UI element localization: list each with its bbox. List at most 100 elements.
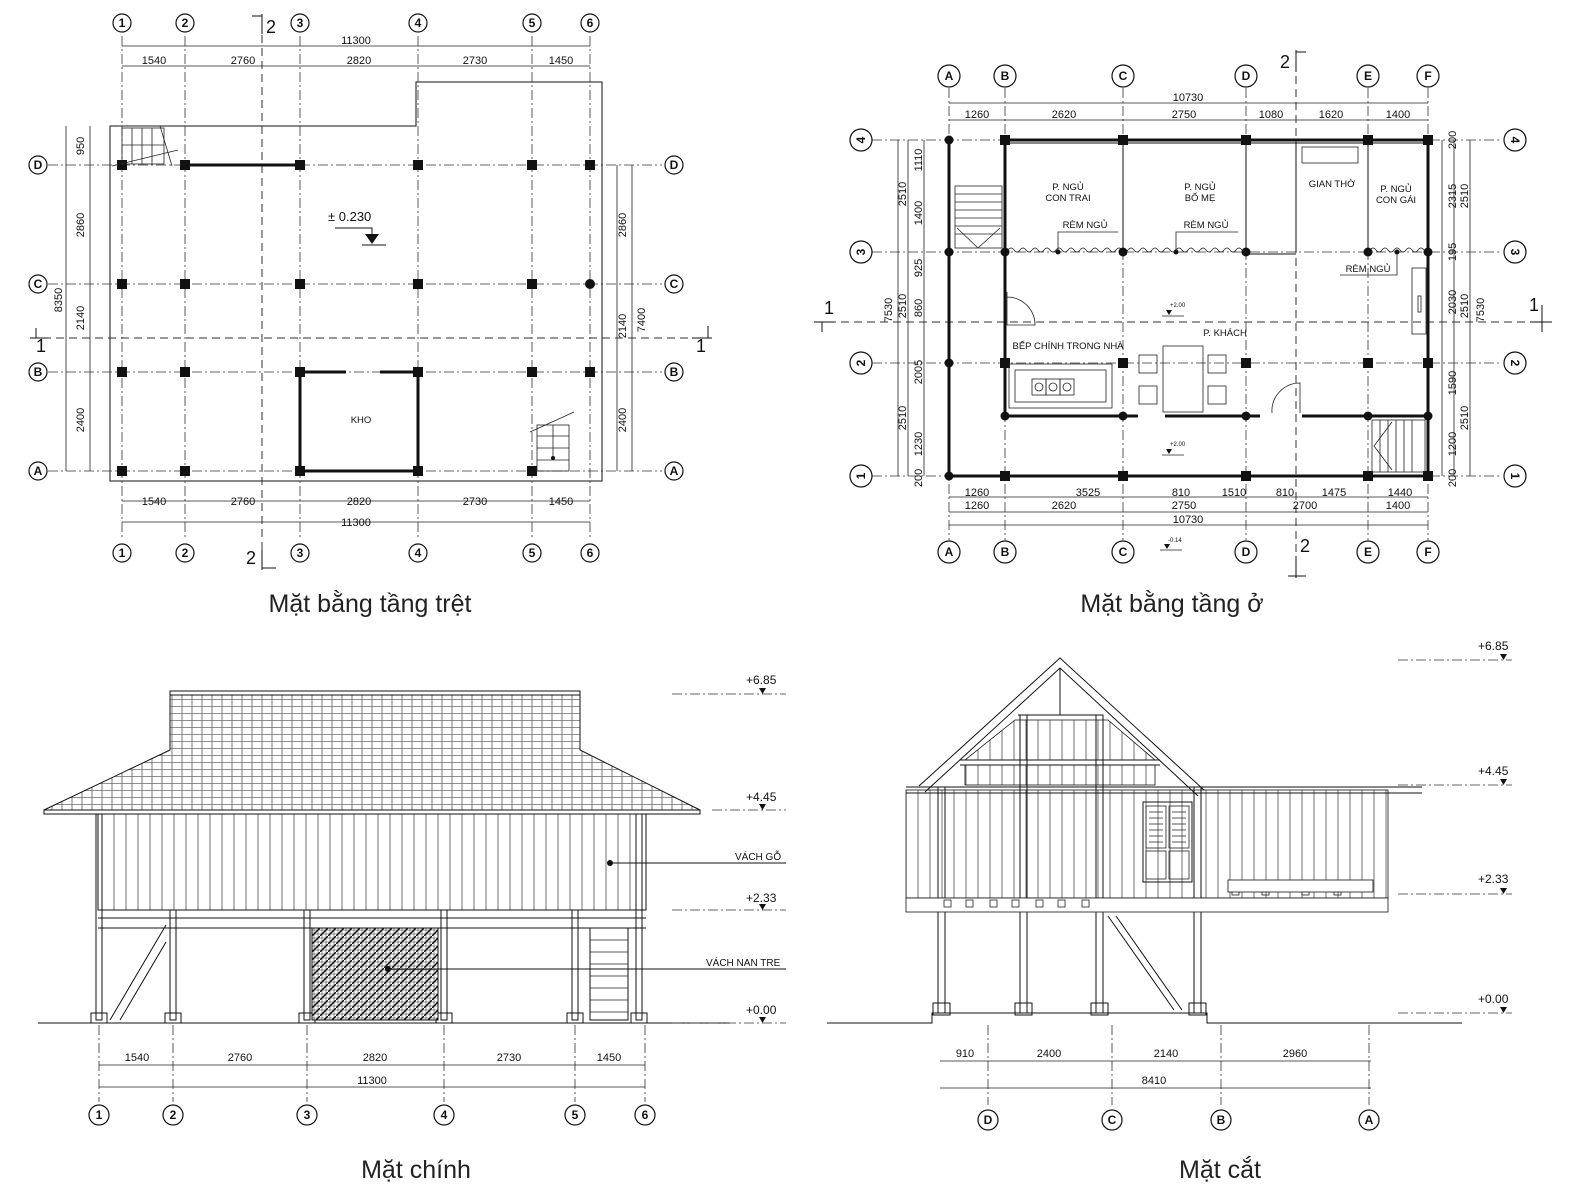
svg-text:B: B bbox=[1217, 1113, 1226, 1127]
door-icon bbox=[1271, 382, 1301, 414]
svg-text:C: C bbox=[670, 277, 679, 291]
dim-label: 2005 bbox=[913, 360, 925, 384]
dim-total-right: 7530 bbox=[1475, 298, 1487, 322]
svg-text:C: C bbox=[1108, 1113, 1117, 1127]
dim-label: 1110 bbox=[913, 149, 925, 172]
svg-text:5: 5 bbox=[529, 16, 536, 30]
dim-total-bottom: 10730 bbox=[1173, 514, 1204, 526]
caption-ground-floor-plan: Mặt bằng tầng trệt bbox=[268, 590, 472, 618]
window bbox=[1142, 801, 1193, 883]
svg-text:C: C bbox=[34, 277, 43, 291]
dim-total: 11300 bbox=[357, 1075, 387, 1087]
dim-total-top: 11300 bbox=[341, 35, 371, 47]
dim-label: 2760 bbox=[231, 55, 255, 67]
dim-label: 2730 bbox=[463, 55, 487, 67]
svg-text:1: 1 bbox=[119, 16, 126, 30]
curtain-callouts: RÈM NGỦ RÈM NGỦ RÈM NGỦ bbox=[1057, 219, 1398, 276]
svg-text:+2.33: +2.33 bbox=[1478, 872, 1509, 886]
svg-text:+2.33: +2.33 bbox=[746, 891, 777, 905]
dim-total-left: 7530 bbox=[883, 298, 895, 322]
section-view: +6.85 +4.45 +2.33 +0.00 910 2400 2140 29… bbox=[810, 640, 1586, 1150]
svg-text:6: 6 bbox=[642, 1108, 649, 1122]
dim-label: 1450 bbox=[597, 1052, 621, 1064]
dim-label: 2140 bbox=[75, 306, 87, 330]
svg-text:C: C bbox=[1119, 545, 1128, 559]
svg-text:C: C bbox=[1119, 69, 1128, 83]
callout-bamboo-wall: VÁCH NAN TRE bbox=[385, 956, 786, 972]
dim-label: 1450 bbox=[549, 55, 573, 67]
svg-text:E: E bbox=[1364, 545, 1372, 559]
svg-text:5: 5 bbox=[529, 546, 536, 560]
grid-bubbles-bottom: 1 2 3 4 5 6 bbox=[112, 543, 600, 563]
dim-label: 810 bbox=[1172, 487, 1190, 499]
svg-text:B: B bbox=[1001, 69, 1010, 83]
svg-text:2: 2 bbox=[182, 546, 189, 560]
dim-label: 2510 bbox=[1459, 294, 1471, 318]
svg-text:A: A bbox=[34, 464, 43, 478]
caption-section: Mặt cắt bbox=[1179, 1156, 1261, 1184]
svg-text:2: 2 bbox=[854, 359, 868, 366]
room-label: P. NGỦ bbox=[1380, 183, 1412, 195]
svg-text:4: 4 bbox=[441, 1108, 448, 1122]
callout-wood-wall: VÁCH GỖ bbox=[607, 850, 786, 866]
svg-text:± 0.230: ± 0.230 bbox=[328, 209, 371, 224]
door-icon bbox=[1006, 292, 1036, 326]
stair-icon bbox=[954, 185, 1003, 249]
svg-text:3: 3 bbox=[297, 16, 304, 30]
front-elevation: VÁCH GỖ VÁCH NAN TRE +6.85 +4.45 +2.33 +… bbox=[0, 640, 800, 1150]
dim-label: 2510 bbox=[1459, 406, 1471, 430]
dim-total-left: 8350 bbox=[53, 288, 65, 312]
svg-text:4: 4 bbox=[854, 136, 868, 143]
grid-bubbles-top: 1 2 3 4 5 6 bbox=[112, 13, 600, 33]
dim-label: 1620 bbox=[1319, 109, 1343, 121]
svg-text:A: A bbox=[1365, 1113, 1374, 1127]
svg-text:6: 6 bbox=[587, 16, 594, 30]
svg-text:A: A bbox=[945, 69, 954, 83]
dim-label: 810 bbox=[1276, 487, 1294, 499]
room-label: P. NGỦ bbox=[1184, 181, 1216, 193]
section-mark-1: 1 1 bbox=[814, 295, 1552, 332]
stair-icon bbox=[589, 927, 629, 1021]
dim-label: 2140 bbox=[617, 314, 629, 338]
dim-label: 3525 bbox=[1076, 487, 1100, 499]
dim-label: 2315 bbox=[1447, 184, 1459, 208]
svg-text:1: 1 bbox=[1529, 295, 1539, 315]
dim-label: 195 bbox=[1447, 243, 1459, 261]
room-label-kitchen: BẾP CHÍNH TRONG NHÀ bbox=[1012, 341, 1124, 352]
svg-text:VÁCH NAN TRE: VÁCH NAN TRE bbox=[706, 956, 781, 969]
svg-text:E: E bbox=[1364, 69, 1372, 83]
bamboo-wall bbox=[311, 927, 439, 1021]
grid-bubbles-left: D C B A bbox=[28, 155, 48, 481]
caption-front-elevation: Mặt chính bbox=[361, 1156, 471, 1184]
dim-label: 1450 bbox=[549, 496, 573, 508]
dim-label: 1475 bbox=[1322, 487, 1346, 499]
grid-bubbles: D C B A bbox=[977, 1109, 1380, 1131]
dim-label: 1400 bbox=[913, 201, 925, 225]
level-marker: ± 0.230 bbox=[328, 209, 386, 246]
svg-text:A: A bbox=[670, 464, 679, 478]
room-label-living: P. KHÁCH bbox=[1203, 328, 1247, 339]
dim-label: 925 bbox=[913, 259, 925, 277]
dim-label: 1200 bbox=[1447, 432, 1459, 456]
dim-label: 2510 bbox=[897, 294, 909, 318]
svg-text:+2.00: +2.00 bbox=[1170, 442, 1186, 448]
dim-total-bottom: 11300 bbox=[341, 517, 371, 529]
tiled-roof bbox=[43, 690, 701, 815]
dim-label: 1400 bbox=[1386, 500, 1410, 512]
grid-bubbles-top: A B C D E F bbox=[937, 64, 1440, 88]
svg-text:2: 2 bbox=[170, 1108, 177, 1122]
svg-text:5: 5 bbox=[572, 1108, 579, 1122]
dim-label: 2510 bbox=[897, 406, 909, 430]
svg-text:+4.45: +4.45 bbox=[1478, 764, 1509, 778]
room-label: CON TRAI bbox=[1045, 193, 1090, 204]
svg-text:F: F bbox=[1424, 545, 1431, 559]
stair-icon bbox=[529, 411, 575, 472]
svg-text:4: 4 bbox=[415, 16, 422, 30]
svg-text:+6.85: +6.85 bbox=[1478, 640, 1509, 653]
svg-text:2: 2 bbox=[266, 17, 276, 37]
section-mark-2: 2 2 bbox=[1280, 50, 1310, 578]
dim-label: 1440 bbox=[1388, 487, 1412, 499]
dim-label: 950 bbox=[75, 137, 87, 155]
grid-bubbles-left: 4 3 2 1 bbox=[849, 128, 873, 488]
svg-text:A: A bbox=[945, 545, 954, 559]
